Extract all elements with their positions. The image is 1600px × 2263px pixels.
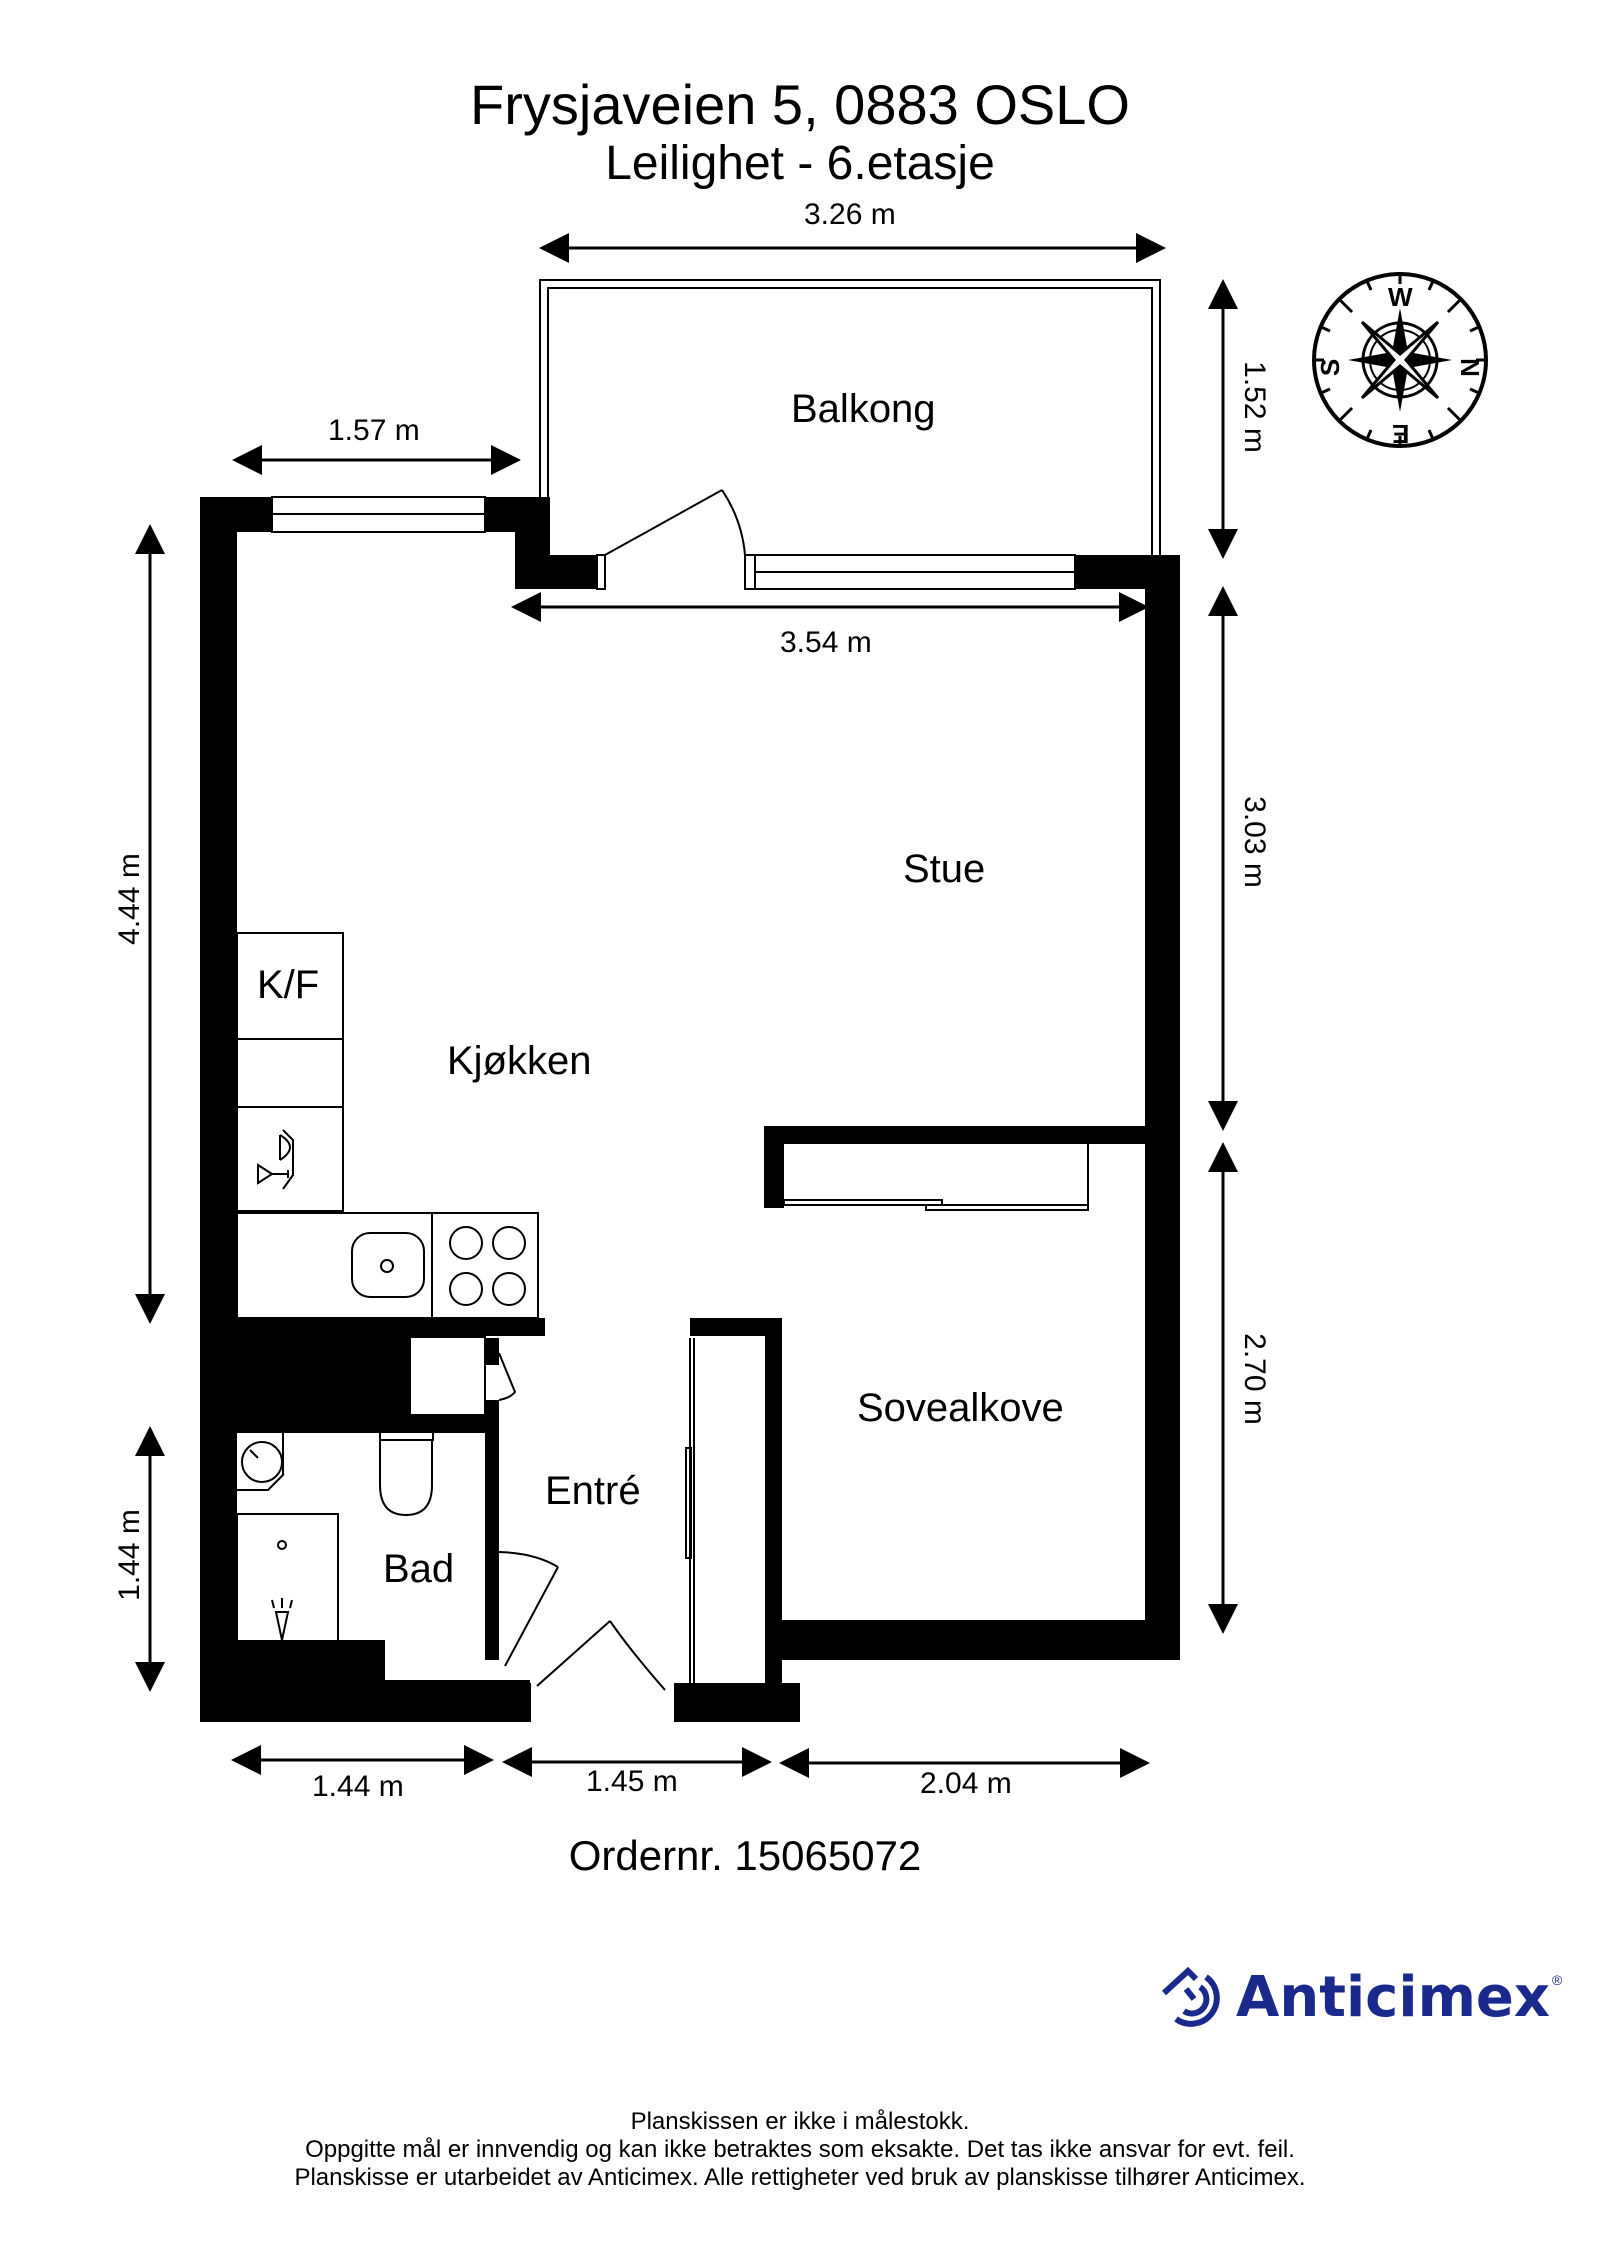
disclaimer-line-2: Oppgitte mål er innvendig og kan ikke be… <box>305 2136 1295 2163</box>
disclaimer-line-3: Planskisse er utarbeidet av Anticimex. A… <box>294 2164 1306 2191</box>
entrance-door <box>529 1620 676 1722</box>
room-label-sovealkove: Sovealkove <box>857 1386 1064 1430</box>
compass-label-left: S <box>1315 358 1346 377</box>
dim-top-balcony: 3.26 m <box>804 198 896 231</box>
compass-label-right: N <box>1454 358 1485 377</box>
logo-text: Anticimex <box>1236 1964 1551 2030</box>
anticimex-logo: Anticimex ® <box>1158 1962 1562 2032</box>
room-label-stue: Stue <box>903 847 986 891</box>
storage-closet <box>409 1336 517 1416</box>
room-label-kjokken: Kjøkken <box>447 1039 592 1083</box>
floor-subtitle: Leilighet - 6.etasje <box>605 137 995 190</box>
balcony-railing <box>539 279 1161 557</box>
balcony-door <box>604 489 746 556</box>
dim-left-kitchen: 4.44 m <box>112 853 146 945</box>
dim-right-balcony: 1.52 m <box>1237 361 1271 453</box>
compass-rose-icon <box>1312 272 1488 448</box>
room-label-kf: K/F <box>257 963 320 1007</box>
compass-label-bottom: E <box>1392 419 1410 449</box>
walls <box>200 497 1180 1722</box>
bathroom-door <box>498 1551 559 1667</box>
dim-right-sovealkove: 2.70 m <box>1237 1333 1271 1425</box>
room-label-balkong: Balkong <box>791 387 936 431</box>
order-number: Ordernr. 15065072 <box>568 1832 922 1879</box>
bathroom-fixtures <box>236 1429 434 1643</box>
disclaimer: Planskissen er ikke i målestokk. Oppgitt… <box>0 2108 1600 2192</box>
dim-right-living: 3.03 m <box>1237 796 1271 888</box>
dim-bottom-entre: 1.45 m <box>586 1765 678 1798</box>
logo-registered-mark: ® <box>1552 1972 1563 1988</box>
room-label-entre: Entré <box>545 1469 641 1513</box>
dimension-lines <box>135 233 1238 1778</box>
windows <box>271 496 1076 590</box>
disclaimer-line-1: Planskissen er ikke i målestokk. <box>630 2108 970 2135</box>
sovealkove-wardrobe <box>783 1144 1089 1211</box>
kitchen-counters <box>236 932 539 1319</box>
dim-bottom-sovealkove: 2.04 m <box>920 1767 1012 1800</box>
compass-label-top: W <box>1388 282 1413 312</box>
dim-top-left-window: 1.57 m <box>328 414 420 447</box>
dim-bottom-bath: 1.44 m <box>312 1770 404 1803</box>
entre-wardrobe <box>685 1338 695 1683</box>
anticimex-emblem-icon <box>1161 1967 1220 2027</box>
address-title: Frysjaveien 5, 0883 OSLO <box>470 73 1130 136</box>
room-label-bad: Bad <box>383 1547 455 1591</box>
dim-left-bath: 1.44 m <box>112 1509 146 1601</box>
dim-living-width: 3.54 m <box>780 626 872 659</box>
